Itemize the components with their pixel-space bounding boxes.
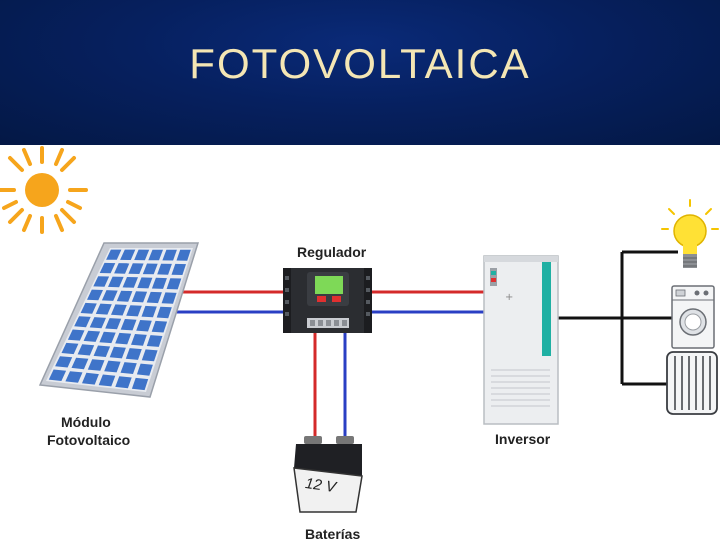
panel-cell: [141, 305, 157, 318]
panel-cell: [61, 342, 79, 355]
panel-cell: [83, 330, 101, 342]
panel-cell: [89, 317, 106, 329]
panel-cell: [151, 277, 167, 289]
panel-cell: [114, 263, 130, 274]
washing-machine-icon: [671, 285, 715, 349]
panel-cell: [120, 362, 137, 374]
panel-cell: [137, 277, 153, 289]
panel-cell: [74, 316, 91, 328]
panel-cell: [161, 292, 177, 304]
panel-cell: [171, 263, 186, 275]
panel-cell: [101, 290, 118, 301]
panel-cell: [136, 363, 153, 376]
panel-cell: [115, 376, 132, 389]
panel-cell: [93, 345, 111, 357]
panel-cell: [67, 329, 85, 341]
panel-cell: [99, 262, 116, 274]
panel-cell: [142, 263, 158, 275]
panel-cell: [120, 249, 136, 260]
battery-icon: [293, 436, 363, 513]
panel-cell: [156, 306, 172, 319]
panel-cell: [55, 356, 73, 368]
panel-cell: [146, 335, 163, 347]
light-bulb-icon: [661, 199, 719, 268]
panel-cell: [115, 332, 132, 345]
panel-cell: [141, 349, 158, 362]
svg-text:+: +: [505, 292, 513, 303]
panel-cell: [134, 249, 150, 261]
module-label-line1: Módulo: [61, 414, 111, 430]
panel-cell: [82, 372, 99, 385]
charge-regulator-icon: [283, 268, 372, 333]
panel-cell: [151, 320, 168, 333]
panel-cell: [87, 289, 103, 301]
panel-cell: [71, 357, 89, 370]
panel-cell: [157, 263, 172, 275]
inverter-icon: +: [483, 255, 559, 425]
panel-cell: [104, 360, 121, 373]
regulator-label: Regulador: [297, 244, 367, 260]
batteries-label: Baterías: [305, 526, 361, 542]
panel-cell: [48, 369, 67, 381]
panel-cell: [126, 305, 142, 317]
panel-cell: [93, 276, 110, 287]
panel-cell: [87, 359, 105, 371]
solar-panel-icon: [38, 242, 200, 398]
panel-cell: [166, 278, 182, 290]
ac-output-wires: [558, 250, 678, 386]
panel-cell: [77, 344, 95, 356]
panel-cell: [162, 249, 177, 261]
panel-cell: [99, 331, 116, 344]
slide-title: FOTOVOLTAICA: [189, 40, 531, 87]
sun-icon: [0, 146, 88, 234]
slide-header: FOTOVOLTAICA: [0, 0, 720, 145]
panel-cell: [131, 334, 147, 346]
panel-cell: [131, 291, 148, 303]
panel-cell: [109, 346, 126, 359]
module-label-line2: Fotovoltaico: [47, 432, 131, 448]
pv-system-diagram: +: [0, 145, 720, 542]
panel-cell: [148, 249, 163, 261]
inverter-label: Inversor: [495, 431, 551, 447]
panel-cell: [65, 371, 83, 383]
panel-cell: [106, 249, 122, 260]
panel-cell: [80, 302, 97, 314]
panel-cell: [128, 263, 144, 274]
panel-cell: [105, 318, 122, 330]
panel-cell: [120, 319, 137, 331]
panel-cell: [122, 277, 138, 288]
panel-cell: [111, 304, 127, 316]
panel-cell: [116, 290, 133, 302]
panel-cell: [98, 374, 116, 387]
radiator-icon: [666, 351, 718, 415]
panel-cell: [146, 291, 162, 304]
panel-cell: [136, 320, 152, 332]
panel-cell: [125, 348, 142, 360]
panel-cell: [95, 303, 112, 315]
diagram-canvas: +: [0, 146, 719, 513]
panel-cell: [131, 377, 149, 391]
panel-cell: [108, 276, 124, 288]
panel-cell: [176, 249, 191, 261]
